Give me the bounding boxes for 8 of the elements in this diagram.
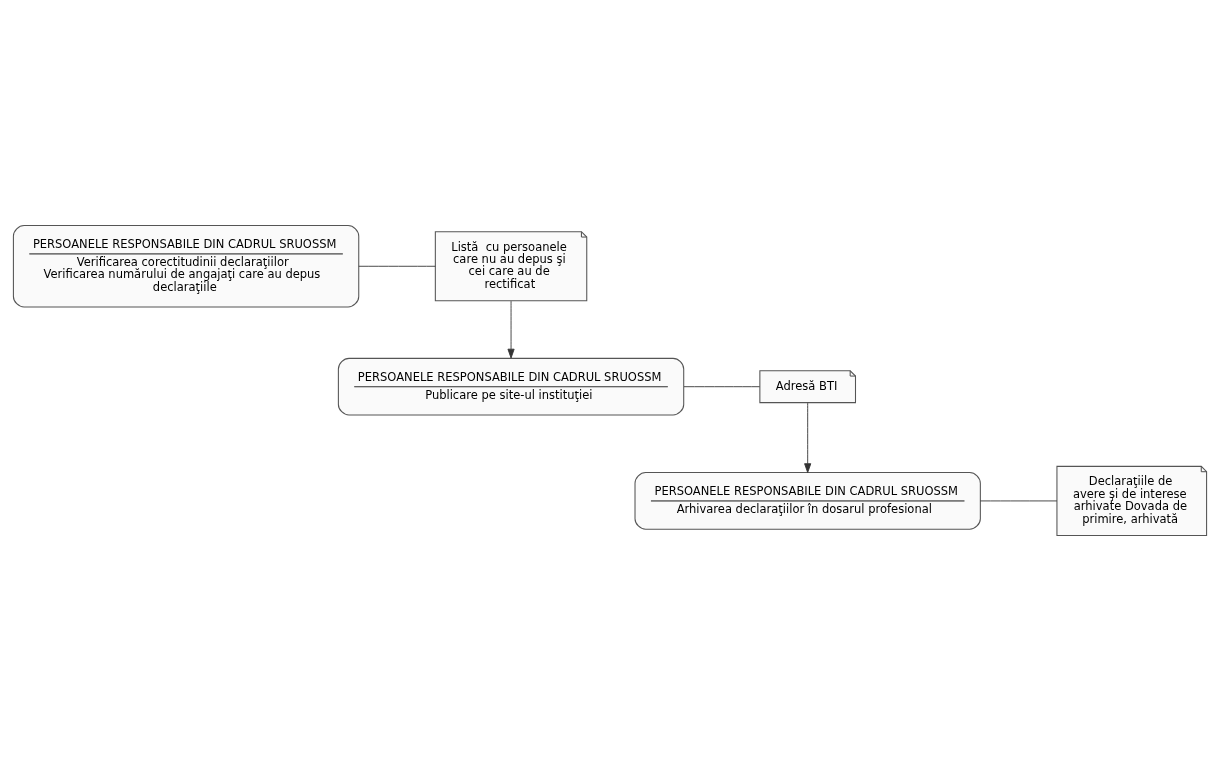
connector [683, 386, 761, 388]
node-box: PERSOANELE RESPONSABILE DIN CADRUL SRUOSSM Arhivarea declaraţiilor în dosarul profesional [634, 472, 981, 530]
connector [979, 500, 1058, 502]
connector [358, 265, 436, 267]
node-box: PERSOANELE RESPONSABILE DIN CADRUL SRUOSSM Publicare pe site-ul instituţiei [337, 357, 685, 416]
arrow [804, 402, 812, 473]
node-box: PERSOANELE RESPONSABILE DIN CADRUL SRUOSSM Verificarea corectitudinii declaraţiilor Verificarea numărului de angajaţi care au depus declaraţiile [12, 225, 360, 308]
arrow [507, 300, 515, 359]
